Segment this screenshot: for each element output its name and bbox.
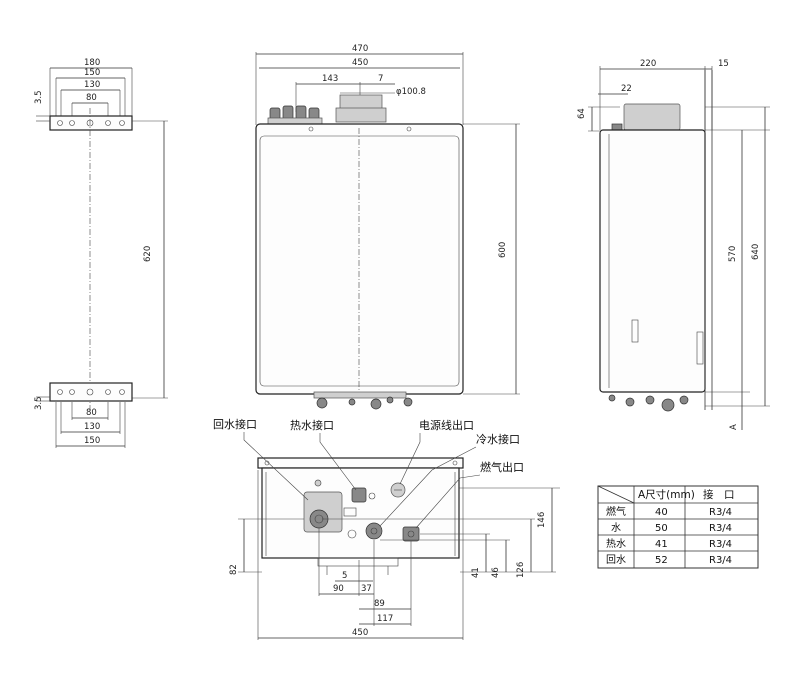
table-row-name: 水	[611, 522, 621, 534]
bottom-view: 回水接口 热水接口 电源线出口 冷水接口 燃气出口 41 46 126 146 …	[213, 418, 560, 640]
dim-7: 7	[378, 74, 383, 84]
dim-64: 64	[577, 108, 587, 119]
dim-620: 620	[143, 246, 153, 262]
label-return-water: 回水接口	[213, 418, 257, 431]
table-row-a: 50	[655, 523, 668, 534]
table-row-conn: R3/4	[709, 555, 732, 566]
dim-220: 220	[640, 59, 656, 69]
table-row-name: 热水	[606, 537, 626, 550]
table-row-a: 41	[655, 539, 668, 550]
dim-a: A	[729, 424, 739, 430]
dim-130: 130	[84, 80, 100, 90]
dim-15: 15	[718, 59, 729, 69]
table-row-name: 燃气	[606, 505, 626, 518]
dim-41: 41	[471, 567, 481, 578]
heater-body-side	[599, 129, 706, 393]
dim-5: 5	[342, 571, 347, 581]
heater-body-front	[255, 123, 464, 395]
dim-143: 143	[322, 74, 338, 84]
dim-450-bottom: 450	[352, 628, 368, 638]
dim-90: 90	[333, 584, 344, 594]
table-row-conn: R3/4	[709, 523, 732, 534]
table-row-conn: R3/4	[709, 539, 732, 550]
dim-150: 150	[84, 68, 100, 78]
dim-180: 180	[84, 58, 100, 68]
dim-flue: φ100.8	[396, 87, 426, 97]
table-row-conn: R3/4	[709, 507, 732, 518]
label-gas-outlet: 燃气出口	[480, 460, 524, 474]
dim-117: 117	[377, 614, 393, 624]
table-row-a: 52	[655, 555, 668, 566]
dim-3-5-top: 3.5	[34, 90, 44, 104]
table-header-conn: 接 口	[703, 488, 735, 501]
dim-80-b: 80	[86, 408, 97, 418]
mounting-bracket-view: 180 150 130 80 3.5 620 3.5	[34, 58, 168, 448]
dim-146: 146	[537, 512, 547, 528]
bottom-bracket	[49, 382, 133, 402]
dim-600: 600	[498, 242, 508, 258]
dim-3-5-bottom: 3.5	[34, 396, 44, 410]
dim-89: 89	[374, 599, 385, 609]
dim-130-b: 130	[84, 422, 100, 432]
connection-table: A尺寸(mm) 接 口 燃气 40 R3/4 水 50 R3/4 热水 41 R…	[597, 485, 759, 569]
front-view: 470 450 143 7 φ100.8 600	[255, 44, 520, 410]
label-hot-water: 热水接口	[290, 419, 334, 432]
bottom-panel	[261, 467, 460, 559]
table-row-name: 回水	[606, 554, 626, 566]
dim-22: 22	[621, 84, 632, 94]
label-power-outlet: 电源线出口	[419, 418, 474, 432]
dim-570: 570	[728, 246, 738, 262]
dim-80: 80	[86, 93, 97, 103]
bottom-top-rail	[257, 457, 464, 469]
table-row-a: 40	[655, 507, 668, 518]
dim-450: 450	[352, 58, 368, 68]
dim-640: 640	[751, 244, 761, 260]
top-bracket	[49, 115, 133, 131]
table-header-a: A尺寸(mm)	[638, 488, 695, 501]
dim-46: 46	[491, 567, 501, 578]
dim-470: 470	[352, 44, 368, 54]
dim-37: 37	[361, 584, 372, 594]
dim-150-b: 150	[84, 436, 100, 446]
dim-82: 82	[229, 564, 239, 575]
label-cold-water: 冷水接口	[476, 433, 520, 446]
dim-126: 126	[516, 562, 526, 578]
side-view: 220 15 22 64 570 640 A	[577, 59, 770, 430]
